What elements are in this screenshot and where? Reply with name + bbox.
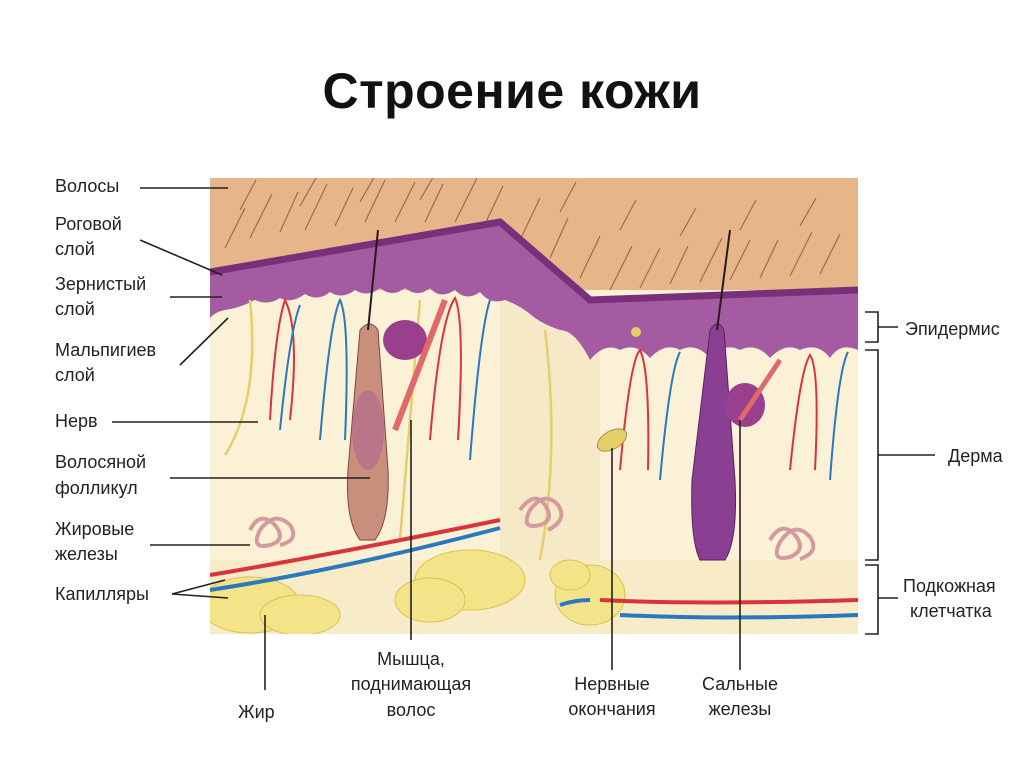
bracket-subcutaneous: Подкожная клетчатка bbox=[865, 564, 996, 635]
svg-text:Нерв: Нерв bbox=[55, 411, 98, 431]
label-malpighian-layer: Мальпигиев слой bbox=[55, 317, 229, 385]
label-nerve-endings: Нервные окончания bbox=[568, 448, 656, 719]
svg-text:железы: железы bbox=[709, 699, 772, 719]
skin-illustration bbox=[210, 178, 858, 634]
label-sebaceous-glands: Сальные железы bbox=[702, 420, 778, 719]
label-hair-text: Волосы bbox=[55, 176, 119, 196]
capillary-loops bbox=[269, 295, 849, 481]
svg-text:Эпидермис: Эпидермис bbox=[905, 319, 1000, 339]
nerve-ending-dot bbox=[631, 327, 641, 337]
label-capillaries: Капилляры bbox=[55, 579, 229, 604]
sweat-glands bbox=[248, 496, 816, 561]
svg-text:Жир: Жир bbox=[238, 702, 275, 722]
svg-text:поднимающая: поднимающая bbox=[351, 674, 471, 694]
label-stratum-granulosum: Зернистый слой bbox=[55, 274, 222, 319]
label-fat-glands: Жировые железы bbox=[55, 519, 250, 564]
svg-text:окончания: окончания bbox=[568, 699, 655, 719]
hair-follicle-right bbox=[691, 229, 783, 561]
label-stratum-corneum: Роговой слой bbox=[55, 214, 223, 276]
page-title: Строение кожи bbox=[322, 63, 702, 119]
svg-text:Роговой: Роговой bbox=[55, 214, 122, 234]
label-arrector-muscle: Мышца, поднимающая волос bbox=[351, 420, 471, 720]
svg-text:Жировые: Жировые bbox=[55, 519, 134, 539]
svg-text:Мальпигиев: Мальпигиев bbox=[55, 340, 156, 360]
svg-text:Зернистый: Зернистый bbox=[55, 274, 146, 294]
label-nerve: Нерв bbox=[55, 411, 258, 431]
svg-text:Мышца,: Мышца, bbox=[377, 649, 445, 669]
svg-text:Подкожная: Подкожная bbox=[903, 576, 996, 596]
blood-vessels bbox=[210, 518, 858, 620]
pacinian-corpuscle bbox=[596, 428, 628, 452]
svg-text:Капилляры: Капилляры bbox=[55, 584, 149, 604]
svg-text:Волосяной: Волосяной bbox=[55, 452, 146, 472]
svg-text:Нервные: Нервные bbox=[574, 674, 649, 694]
label-fat: Жир bbox=[238, 615, 275, 722]
bracket-dermis: Дерма bbox=[865, 349, 1004, 561]
epidermis-layer bbox=[210, 222, 858, 360]
hair-follicle-left bbox=[347, 229, 448, 541]
svg-text:железы: железы bbox=[55, 544, 118, 564]
surface-hairs bbox=[224, 178, 841, 291]
svg-text:Дерма: Дерма bbox=[948, 446, 1004, 466]
svg-text:слой: слой bbox=[55, 239, 95, 259]
svg-text:клетчатка: клетчатка bbox=[910, 601, 993, 621]
svg-text:фолликул: фолликул bbox=[55, 478, 138, 498]
label-hair-follicle: Волосяной фолликул bbox=[55, 452, 370, 498]
svg-text:слой: слой bbox=[55, 299, 95, 319]
svg-text:Сальные: Сальные bbox=[702, 674, 778, 694]
label-hair: Волосы bbox=[55, 176, 228, 196]
stratum-corneum bbox=[210, 218, 858, 304]
bracket-epidermis: Эпидермис bbox=[865, 311, 1000, 343]
fat-lobules bbox=[210, 549, 626, 634]
svg-text:слой: слой bbox=[55, 365, 95, 385]
svg-text:волос: волос bbox=[387, 700, 436, 720]
